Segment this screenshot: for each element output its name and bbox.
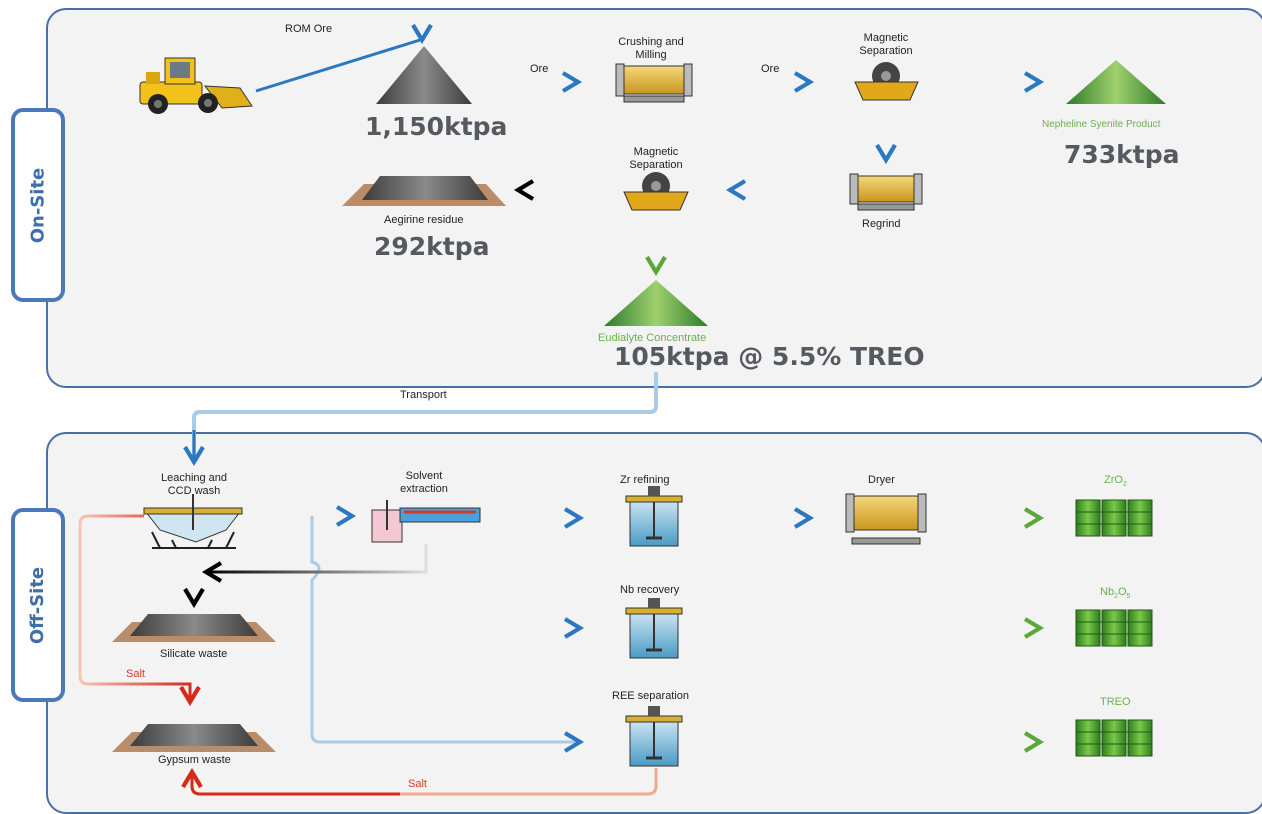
- crushing-mill-icon: [615, 63, 693, 103]
- label-gypsum-waste: Gypsum waste: [158, 754, 231, 766]
- nepheline-tonnage: 733ktpa: [1064, 140, 1180, 169]
- rom-conveyor: [255, 38, 421, 93]
- branch-line-ree: [310, 516, 580, 744]
- eudialyte-pile: [604, 280, 708, 326]
- zr-refining-tank-icon: [625, 486, 683, 547]
- label-magsep-2: Magnetic Separation: [629, 146, 683, 171]
- label-regrind: Regrind: [862, 218, 901, 230]
- label-ore-2: Ore: [761, 63, 780, 75]
- aegirine-tonnage: 292ktpa: [374, 232, 490, 261]
- magnetic-separator-2-icon: [623, 172, 689, 211]
- loader-icon: [139, 57, 253, 114]
- offsite-tab: Off-Site: [11, 508, 65, 702]
- rom-tonnage: 1,150ktpa: [365, 112, 508, 141]
- nb-recovery-tank-icon: [625, 598, 683, 659]
- nb2o5-part1: Nb: [1100, 586, 1115, 598]
- magnetic-separator-1-icon: [854, 62, 919, 101]
- label-solvent: Solvent extraction: [400, 470, 448, 495]
- solvent-extraction-icon: [371, 500, 481, 543]
- label-nepheline: Nepheline Syenite Product: [1042, 119, 1161, 130]
- zro2-drums-icon: [1075, 499, 1153, 537]
- arrow-sx-to-silicate: [201, 544, 428, 583]
- leaching-thickener-icon: [143, 494, 243, 549]
- aegirine-pile: [362, 176, 488, 200]
- regrind-mill-icon: [849, 173, 923, 211]
- label-aegirine: Aegirine residue: [384, 214, 464, 226]
- salt-line-2-arrow: [181, 767, 400, 796]
- nb2o5-drums-icon: [1075, 609, 1153, 647]
- label-ree-separation: REE separation: [612, 690, 690, 702]
- salt-line-1: [78, 514, 201, 707]
- label-treo: TREO: [1100, 696, 1131, 708]
- label-salt-1: Salt: [126, 668, 145, 680]
- label-transport: Transport: [400, 389, 447, 401]
- ree-separation-tank-icon: [625, 706, 683, 767]
- nepheline-pile: [1066, 60, 1166, 104]
- nb2o5-sub1: 2: [1114, 593, 1118, 601]
- transport-line: [192, 372, 658, 458]
- treo-drums-icon: [1075, 719, 1153, 757]
- nb2o5-part2: O: [1117, 586, 1127, 598]
- rom-stockpile: [376, 46, 472, 104]
- label-eudialyte: Eudialyte Concentrate: [598, 332, 707, 344]
- label-rom-ore: ROM Ore: [285, 23, 333, 35]
- zro2-sub: 2: [1122, 481, 1127, 489]
- gypsum-pile: [130, 724, 258, 746]
- nb2o5-sub2: 5: [1126, 593, 1131, 601]
- label-nb-recovery: Nb recovery: [620, 584, 680, 596]
- silicate-pile: [130, 614, 258, 636]
- label-dryer: Dryer: [868, 474, 895, 486]
- label-nb2o5: Nb2O5: [1100, 586, 1130, 603]
- dryer-icon: [845, 493, 927, 545]
- label-silicate-waste: Silicate waste: [160, 648, 228, 660]
- label-crushing: Crushing and Milling: [618, 36, 684, 61]
- eudialyte-tonnage: 105ktpa @ 5.5% TREO: [614, 342, 925, 371]
- label-magsep-1: Magnetic Separation: [859, 32, 913, 57]
- onsite-tab: On-Site: [11, 108, 65, 302]
- label-zro2: ZrO2: [1104, 474, 1127, 491]
- label-ore-1: Ore: [530, 63, 549, 75]
- label-leaching: Leaching and CCD wash: [160, 472, 228, 497]
- label-salt-2: Salt: [408, 778, 427, 790]
- label-zr-refining: Zr refining: [620, 474, 670, 486]
- zro2-main: ZrO: [1104, 474, 1123, 486]
